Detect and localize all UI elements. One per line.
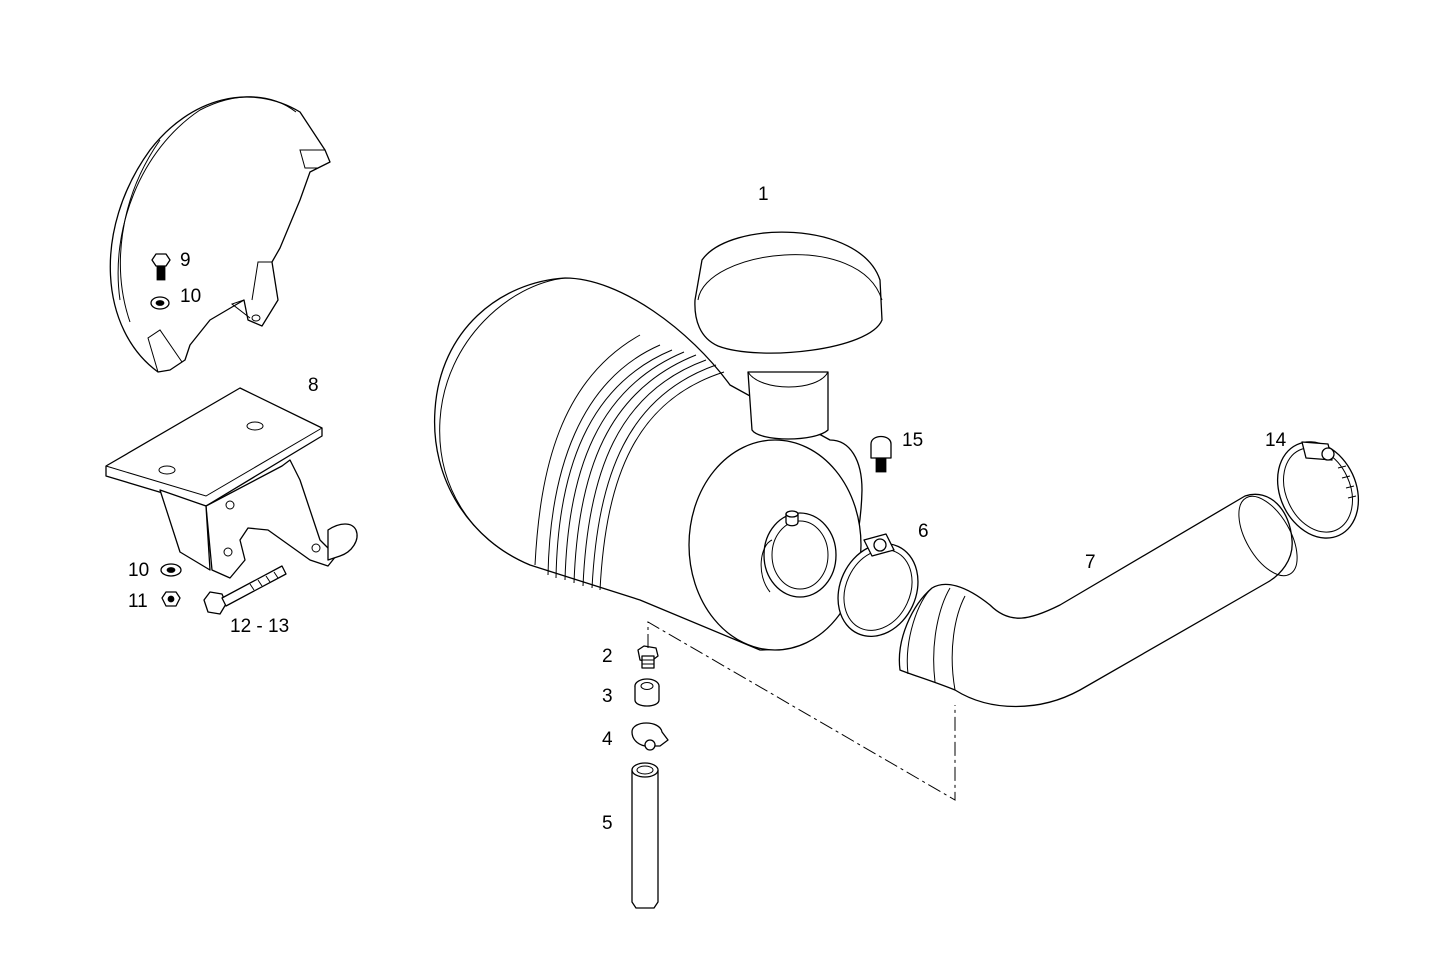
callout-10-upper: 10 xyxy=(180,286,201,307)
callout-7: 7 xyxy=(1085,552,1096,573)
callout-3: 3 xyxy=(602,686,613,707)
assembly-leader-line xyxy=(647,621,956,801)
callout-6: 6 xyxy=(918,521,929,542)
washer-10-lower xyxy=(160,563,182,577)
callout-1: 1 xyxy=(758,184,769,205)
callout-8: 8 xyxy=(308,375,319,396)
hose-clamp-6 xyxy=(837,533,919,638)
valve-2 xyxy=(637,645,659,669)
callout-5: 5 xyxy=(602,813,613,834)
bolt-12-13 xyxy=(203,565,287,615)
callout-10-lower: 10 xyxy=(128,560,149,581)
indicator-15 xyxy=(870,435,892,473)
bolt-9 xyxy=(151,253,171,281)
callout-15: 15 xyxy=(902,430,923,451)
clamp-4 xyxy=(631,722,669,751)
callout-4: 4 xyxy=(602,729,613,750)
hose-clamp-14 xyxy=(1276,441,1360,539)
callout-12-13: 12 - 13 xyxy=(230,616,289,637)
washer-10-upper xyxy=(150,296,170,310)
callout-2: 2 xyxy=(602,646,613,667)
grommet-3 xyxy=(634,678,660,707)
callout-11: 11 xyxy=(128,591,148,612)
intake-elbow-7 xyxy=(898,493,1298,708)
air-filter-housing-1 xyxy=(433,231,883,651)
mounting-bracket-8 xyxy=(105,387,358,579)
mounting-band xyxy=(109,96,331,373)
drain-hose-5 xyxy=(631,762,659,909)
callout-14: 14 xyxy=(1265,430,1287,451)
nut-11 xyxy=(161,591,181,607)
callout-9: 9 xyxy=(180,250,191,271)
